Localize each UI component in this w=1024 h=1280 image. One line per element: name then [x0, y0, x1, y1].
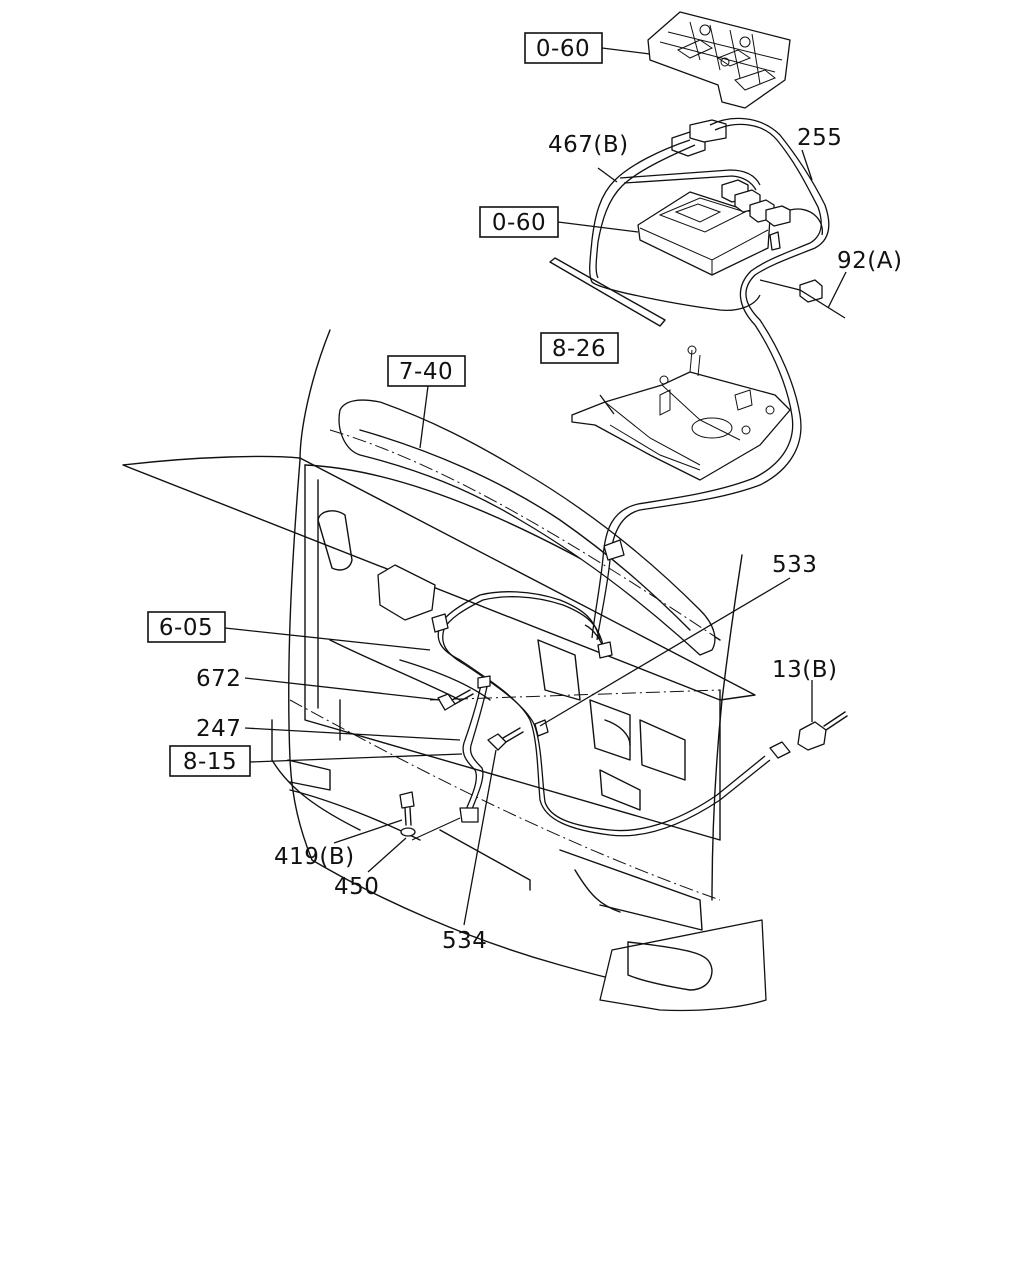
upper-mounting-bracket [647, 11, 791, 109]
part-label-247: 247 [196, 716, 241, 742]
ref-label-7-40: 7-40 [399, 359, 453, 385]
part-label-13b: 13(B) [772, 657, 838, 683]
ref-box-0-60-top [524, 32, 603, 64]
part-label-467b: 467(B) [548, 132, 629, 158]
part-label-533: 533 [772, 552, 817, 578]
part-label-92a: 92(A) [837, 248, 902, 274]
part-label-672: 672 [196, 666, 241, 692]
ref-box-8-15 [169, 745, 251, 777]
ref-box-6-05 [147, 611, 226, 643]
part-label-450: 450 [334, 874, 379, 900]
ref-label-0-60-mid: 0-60 [492, 210, 546, 236]
ref-label-8-15: 8-15 [183, 749, 237, 775]
callout-labels: 0-60 467(B) 255 0-60 92(A) 8-26 7-40 533… [147, 32, 902, 954]
ref-box-7-40 [387, 355, 466, 387]
harness-connectors [671, 119, 823, 303]
support-bracket [571, 345, 791, 481]
ref-label-6-05: 6-05 [159, 615, 213, 641]
wire-harness [431, 117, 848, 837]
control-unit [637, 191, 771, 276]
part-label-419b: 419(B) [274, 844, 355, 870]
ref-label-8-26: 8-26 [552, 336, 606, 362]
part-label-534: 534 [442, 928, 487, 954]
ref-label-0-60-top: 0-60 [536, 36, 590, 62]
leader-lines [224, 47, 847, 926]
fasteners [399, 675, 524, 841]
part-label-255: 255 [797, 125, 842, 151]
ref-box-0-60-mid [479, 206, 559, 238]
front-panel [122, 329, 767, 1012]
ref-box-8-26 [540, 332, 619, 364]
